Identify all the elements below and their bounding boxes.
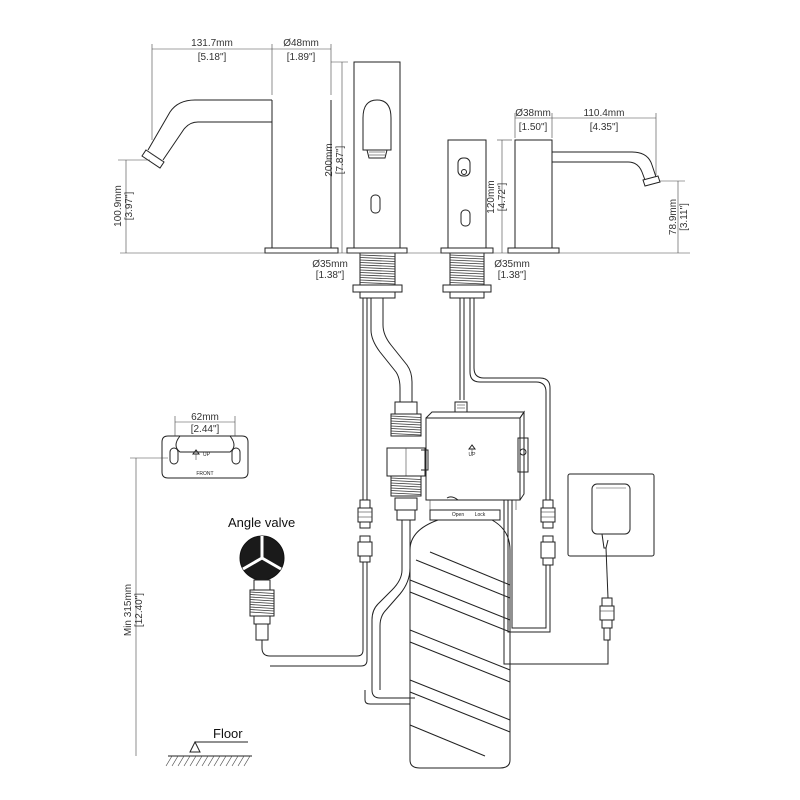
- outlet-height-right-in: [3.11"]: [679, 203, 690, 231]
- power-adapter: [567, 473, 655, 641]
- min-height: Min 315mm: [123, 584, 134, 636]
- body-height-left: 200mm: [324, 143, 335, 176]
- spout-dia-left: Ø48mm: [283, 38, 319, 49]
- bracket-width: 62mm: [191, 412, 219, 423]
- body-height-left-in: [7.87"]: [335, 145, 346, 174]
- bracket-dimension: 62mm [2.44"]: [174, 412, 236, 436]
- bracket-width-in: [2.44"]: [191, 424, 220, 435]
- right-spout-side-view: [507, 139, 661, 254]
- min-height-in: [12.40"]: [134, 593, 145, 627]
- thread-left-in: [1.38"]: [316, 270, 345, 281]
- hoses: [362, 298, 551, 500]
- bottle-lock-label: Lock: [475, 512, 486, 518]
- control-box: UP: [425, 401, 529, 510]
- body-height-right: 120mm: [486, 180, 497, 213]
- floor-label: Floor: [213, 726, 243, 741]
- outlet-height-left-in: [3.97"]: [124, 191, 135, 220]
- cable-connectors: [261, 499, 556, 667]
- floor: Floor: [165, 726, 252, 767]
- spout-reach-left-in: [5.18"]: [198, 52, 227, 63]
- bottle-open-label: Open: [452, 512, 464, 518]
- left-thread: [352, 252, 403, 299]
- body-height-right-in: [4.72"]: [497, 182, 508, 211]
- outlet-height-left: 100.9mm: [113, 185, 124, 227]
- bracket-front-label: FRONT: [196, 471, 213, 477]
- box-up-label: UP: [469, 452, 477, 458]
- spout-dia-left-in: [1.89"]: [287, 52, 316, 63]
- angle-valve: Angle valve: [228, 515, 295, 641]
- battery-bottle: Open Lock: [409, 496, 511, 769]
- spout-reach-left: 131.7mm: [191, 38, 233, 49]
- thread-right-in: [1.38"]: [498, 270, 527, 281]
- left-spout-side-view: [141, 99, 339, 254]
- outlet-hose: [364, 520, 415, 705]
- thread-left: Ø35mm: [312, 259, 348, 270]
- box-cables: [503, 500, 609, 665]
- spout-reach-right: 110.4mm: [584, 108, 625, 119]
- left-spout-dimensions: 131.7mm [5.18"] Ø48mm [1.89"] 100.9mm [3…: [113, 38, 348, 253]
- spout-dia-right: Ø38mm: [515, 108, 551, 119]
- left-spout-front-view: [346, 61, 408, 254]
- bracket-up-label: UP: [203, 452, 211, 458]
- min-height-dimension: Min 315mm [12.40"]: [123, 457, 168, 756]
- thread-right: Ø35mm: [494, 259, 530, 270]
- spout-dia-right-in: [1.50"]: [519, 122, 548, 133]
- outlet-height-right: 78.9mm: [668, 199, 679, 235]
- solenoid-fittings: [386, 401, 429, 521]
- angle-valve-label: Angle valve: [228, 515, 295, 530]
- spout-reach-right-in: [4.35"]: [590, 122, 619, 133]
- right-thread: [442, 252, 492, 299]
- right-spout-dimensions: Ø38mm [1.50"] 110.4mm [4.35"] 120mm [4.7…: [486, 108, 690, 253]
- mounting-bracket: UP FRONT: [161, 435, 249, 479]
